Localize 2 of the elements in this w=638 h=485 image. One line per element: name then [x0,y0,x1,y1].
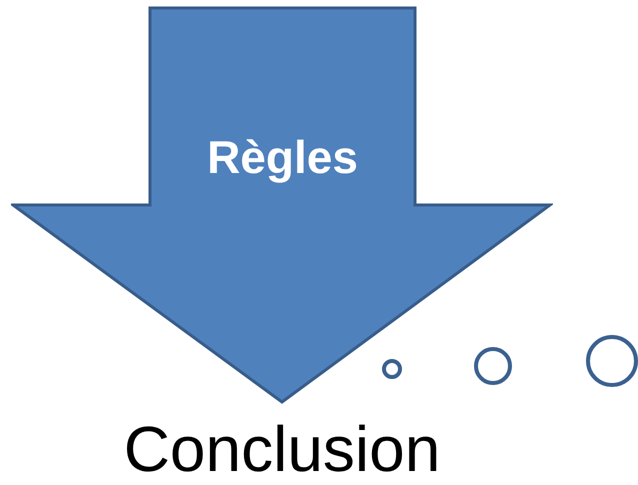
conclusion-text: Conclusion [122,412,442,485]
arrow-label: Règles [206,130,359,184]
